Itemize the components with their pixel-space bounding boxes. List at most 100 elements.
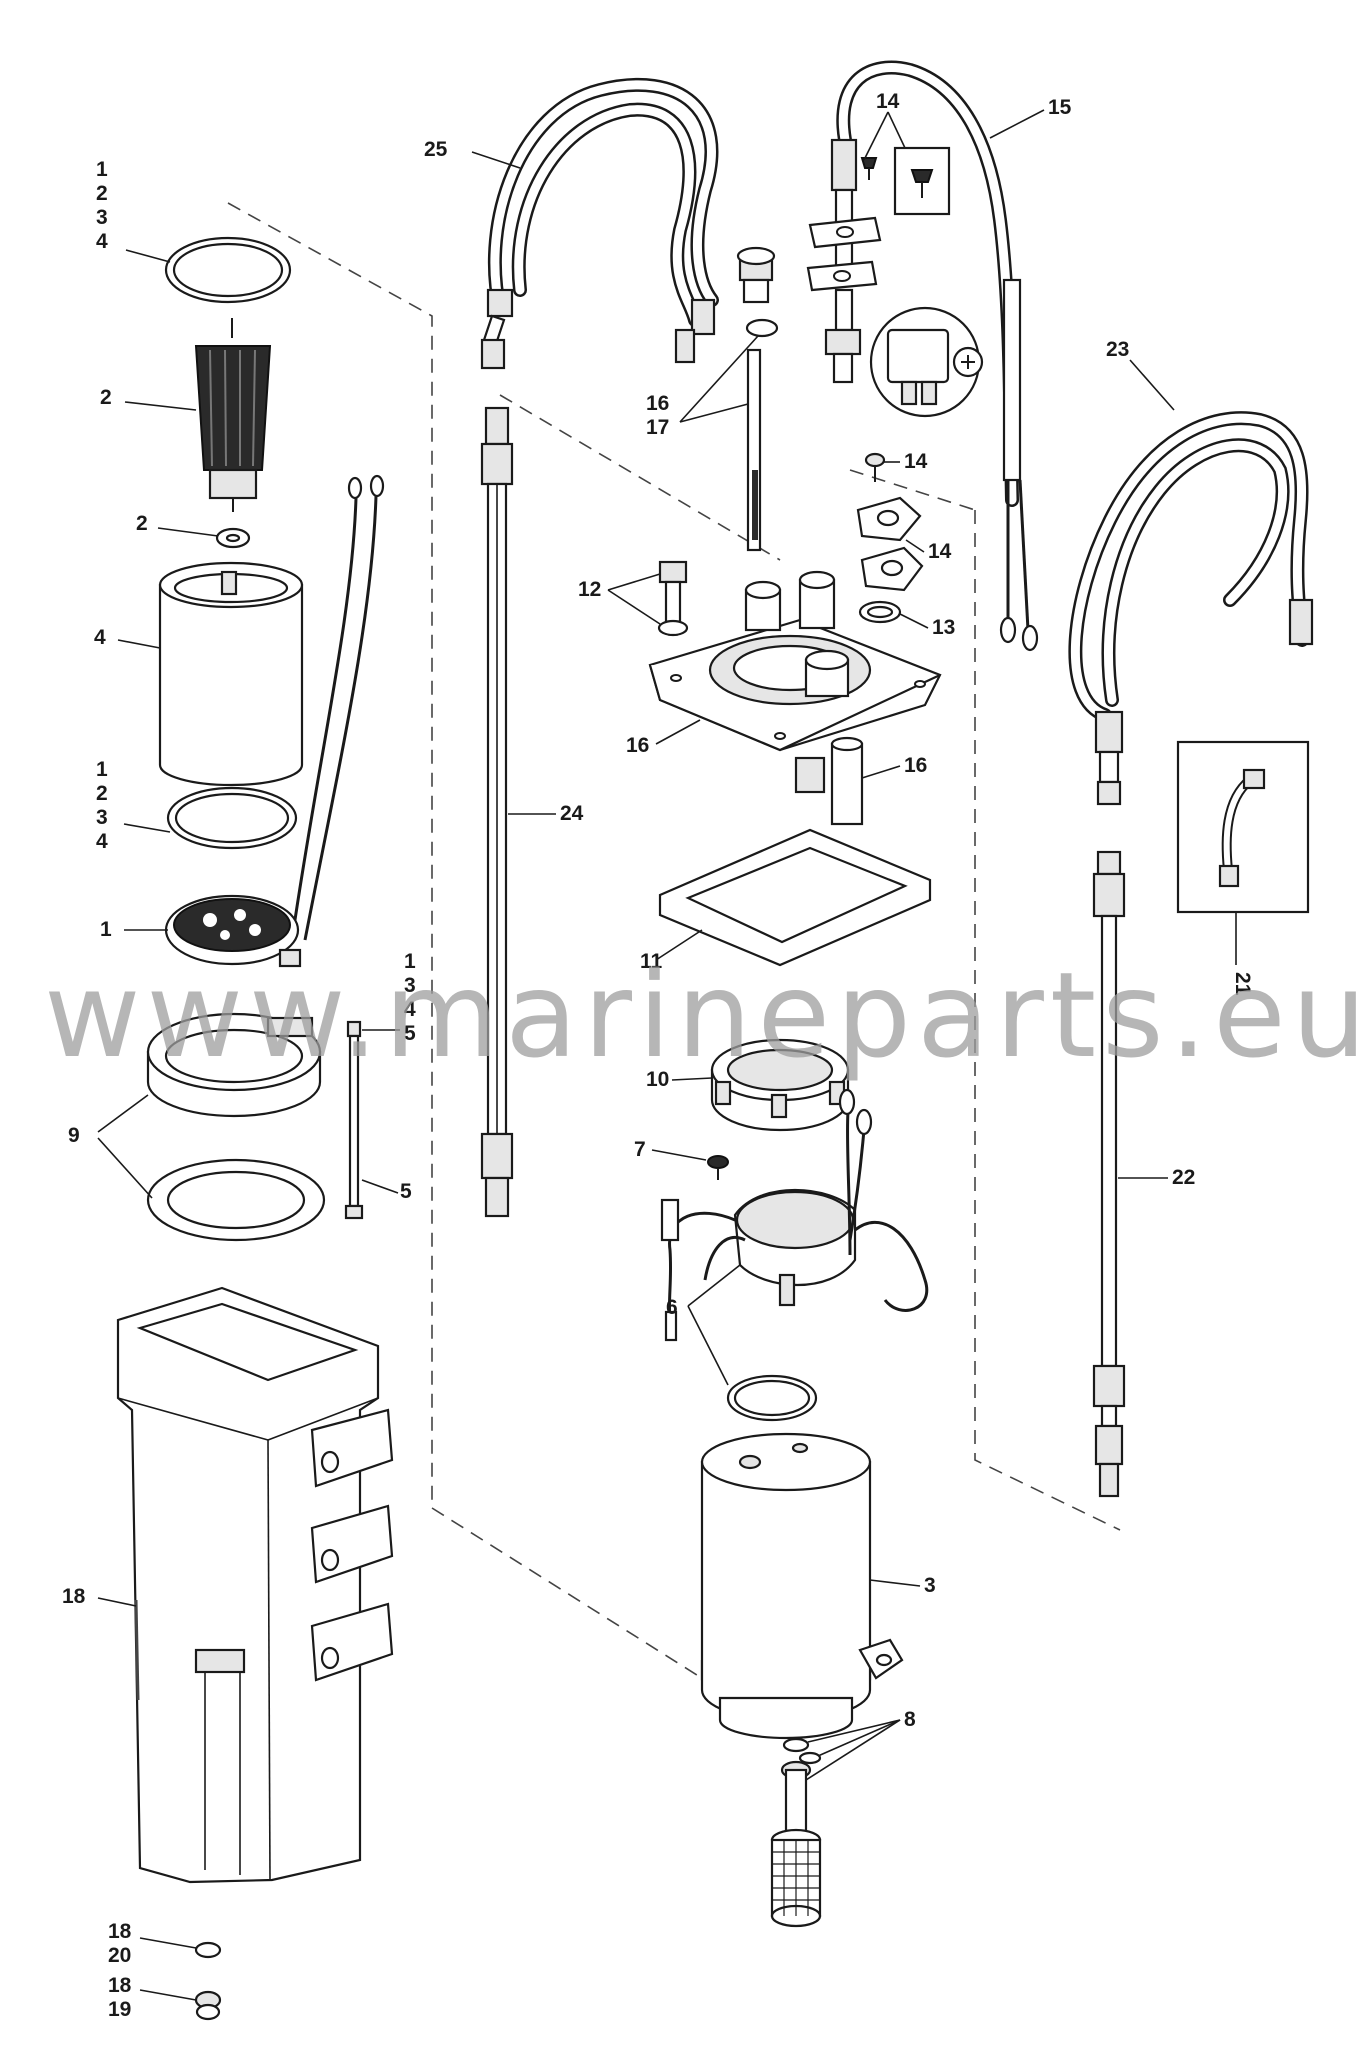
brush-end-plate (164, 894, 302, 968)
callout-c23: 23 (1106, 338, 1129, 361)
callout-line: 5 (400, 1180, 412, 1203)
callout-line: 14 (876, 90, 900, 113)
screw-14-box (860, 146, 951, 216)
callout-c9: 9 (68, 1124, 80, 1147)
callout-c5: 5 (400, 1180, 412, 1203)
callout-line: 12 (578, 578, 601, 601)
callout-line: 14 (928, 540, 952, 563)
watermark-text: www.marineparts.eu (44, 946, 1362, 1084)
callout-c16b: 16 (626, 734, 649, 757)
bolt-12 (657, 560, 689, 637)
pickup-strainer (770, 1760, 822, 1928)
drain-washer (194, 1941, 222, 1959)
callout-line: 3 (96, 806, 108, 829)
filter-elements (794, 736, 864, 826)
callout-line: 18 (108, 1920, 132, 1943)
callout-line: 9 (68, 1124, 80, 1147)
callout-c10: 10 (646, 1068, 669, 1091)
callout-c14a: 14 (876, 90, 900, 113)
callout-line: 11 (640, 950, 663, 973)
retainer-plate-14 (856, 496, 924, 592)
callout-line: 1 (96, 758, 108, 781)
assembly-guide-lines (227, 202, 1121, 1741)
callout-c8: 8 (904, 1708, 916, 1731)
callout-line: 21 (1231, 972, 1254, 996)
callout-c24: 24 (560, 802, 584, 825)
callout-line: 4 (94, 626, 106, 649)
pump-gasket (658, 828, 932, 967)
callout-c25: 25 (424, 138, 448, 161)
callout-line: 10 (646, 1068, 669, 1091)
hose-coil-25 (480, 77, 719, 370)
motor-housing-cylinder (158, 561, 304, 787)
callout-c14b: 14 (904, 450, 928, 473)
callout-c7: 7 (634, 1138, 646, 1161)
through-bolt (344, 1020, 364, 1220)
hose-coil-23 (1068, 411, 1314, 806)
callout-line: 1 (96, 158, 108, 181)
washers-8 (782, 1737, 822, 1765)
o-ring-top (164, 236, 292, 304)
callout-line: 2 (96, 182, 108, 205)
callout-line: 2 (96, 782, 108, 805)
callout-c3: 3 (924, 1574, 936, 1597)
callout-line: 23 (1106, 338, 1129, 361)
motor-lead-wires (290, 474, 385, 941)
electric-motor (700, 1432, 904, 1740)
callout-line: 1 (100, 918, 112, 941)
solenoid-detail-inset (869, 306, 984, 418)
callout-line: 3 (404, 974, 416, 997)
callout-c2b: 2 (136, 512, 148, 535)
callout-line: 5 (404, 1022, 416, 1045)
callout-c15: 15 (1048, 96, 1072, 119)
callout-line: 13 (932, 616, 955, 639)
o-ring-middle (166, 786, 298, 850)
callout-line: 19 (108, 1998, 131, 2021)
callout-line: 4 (96, 230, 108, 253)
callout-c1c: 1 (100, 918, 112, 941)
callout-line: 15 (1048, 96, 1072, 119)
callout-line: 4 (96, 830, 108, 853)
drain-plug (194, 1990, 222, 2021)
thermal-switch-assembly (660, 1088, 929, 1342)
callout-line: 22 (1172, 1166, 1195, 1189)
callout-line: 16 (904, 754, 927, 777)
callout-line: 20 (108, 1944, 131, 1967)
screw-14-right (864, 452, 886, 482)
coupler (710, 1038, 850, 1132)
pump-cover-plate (648, 570, 942, 752)
callout-line: 16 (646, 392, 669, 415)
callout-line: 18 (108, 1974, 132, 1997)
gasket-flat-ring (146, 1158, 326, 1242)
callout-c6: 6 (666, 1296, 678, 1319)
callout-c18a: 18 (62, 1585, 86, 1608)
callout-line: 2 (100, 386, 112, 409)
dipstick (746, 348, 762, 552)
callout-line: 4 (404, 998, 416, 1021)
washer-small (215, 527, 251, 549)
callout-line: 3 (924, 1574, 936, 1597)
fill-plug (736, 246, 776, 304)
callout-line: 1 (404, 950, 416, 973)
callout-line: 18 (62, 1585, 86, 1608)
callout-line: 24 (560, 802, 584, 825)
armature (194, 318, 272, 512)
screw-7 (707, 1155, 729, 1180)
callout-line: 17 (646, 416, 669, 439)
wire-harness-15 (806, 60, 1039, 652)
o-ring-6 (726, 1374, 818, 1422)
callout-c21: 21 (1231, 972, 1254, 996)
leader-lines (97, 109, 1237, 2001)
steel-tube-24 (480, 406, 514, 1218)
callout-line: 14 (904, 450, 928, 473)
o-ring-13 (858, 600, 902, 624)
elbow-fitting-box (1176, 740, 1310, 914)
